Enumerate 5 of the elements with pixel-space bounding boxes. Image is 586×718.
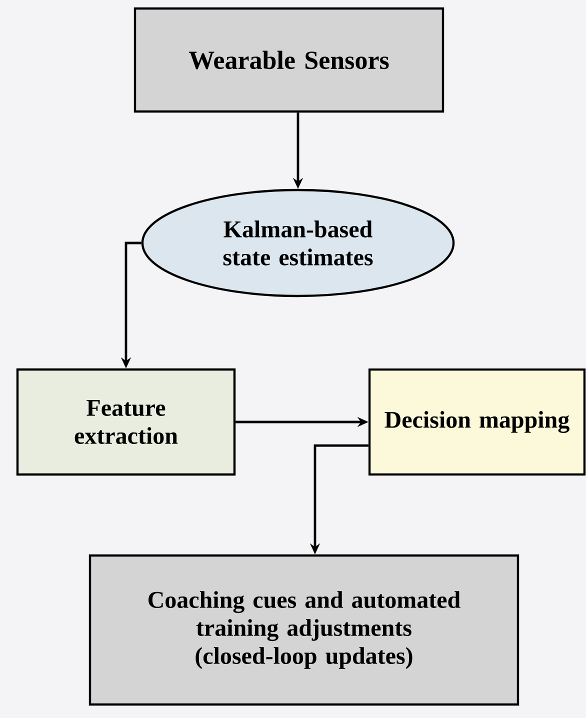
- process-box: Wearable Sensors: [134, 7, 444, 113]
- process-box: Coaching cues and automated training adjustments (closed-loop updates): [88, 554, 520, 706]
- ellipse-node: Kalman-based state estimates: [141, 188, 455, 298]
- process-box: Decision mapping: [368, 368, 586, 476]
- process-box: Feature extraction: [16, 368, 236, 476]
